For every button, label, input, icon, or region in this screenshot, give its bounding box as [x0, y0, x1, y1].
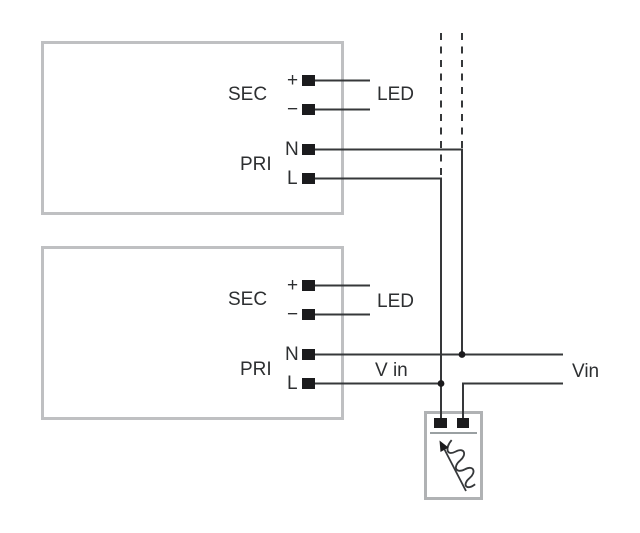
junction-dot-line — [437, 380, 445, 387]
driver1-line-label: L — [287, 168, 298, 189]
led-output-label-2: LED — [377, 291, 414, 312]
dimmer-terminal-right — [457, 418, 469, 428]
driver1-neutral-terminal — [302, 144, 315, 155]
driver1-line-terminal — [302, 173, 315, 184]
driver2-minus-terminal — [302, 309, 315, 320]
led-driver-box-2: SEC PRI + − N L — [41, 246, 344, 420]
dimmer-separator-line — [430, 432, 477, 434]
driver2-line-terminal — [302, 378, 315, 389]
dimmer-box — [424, 411, 483, 500]
driver1-minus-label: − — [287, 99, 299, 120]
led-output-label-1: LED — [377, 84, 414, 105]
driver2-plus-terminal — [302, 280, 315, 291]
driver2-line-label: L — [287, 373, 298, 394]
driver2-sec-label: SEC — [228, 289, 268, 310]
driver2-plus-label: + — [287, 275, 299, 296]
dimmer-terminal-left — [434, 418, 447, 428]
driver2-pri-label: PRI — [240, 359, 272, 380]
driver1-sec-label: SEC — [228, 84, 268, 105]
driver2-neutral-terminal — [302, 349, 315, 360]
driver1-neutral-label: N — [285, 139, 299, 160]
driver2-neutral-label: N — [285, 344, 299, 365]
led-driver-box-1: SEC PRI + − N L — [41, 41, 344, 215]
driver1-plus-terminal — [302, 75, 315, 86]
v-in-label: V in — [375, 360, 408, 381]
driver1-minus-terminal — [302, 104, 315, 115]
driver2-minus-label: − — [287, 304, 299, 325]
junction-dot-neutral — [458, 351, 466, 358]
driver1-plus-label: + — [287, 70, 299, 91]
driver1-pri-label: PRI — [240, 154, 272, 175]
vin-supply-label: Vin — [572, 361, 600, 382]
